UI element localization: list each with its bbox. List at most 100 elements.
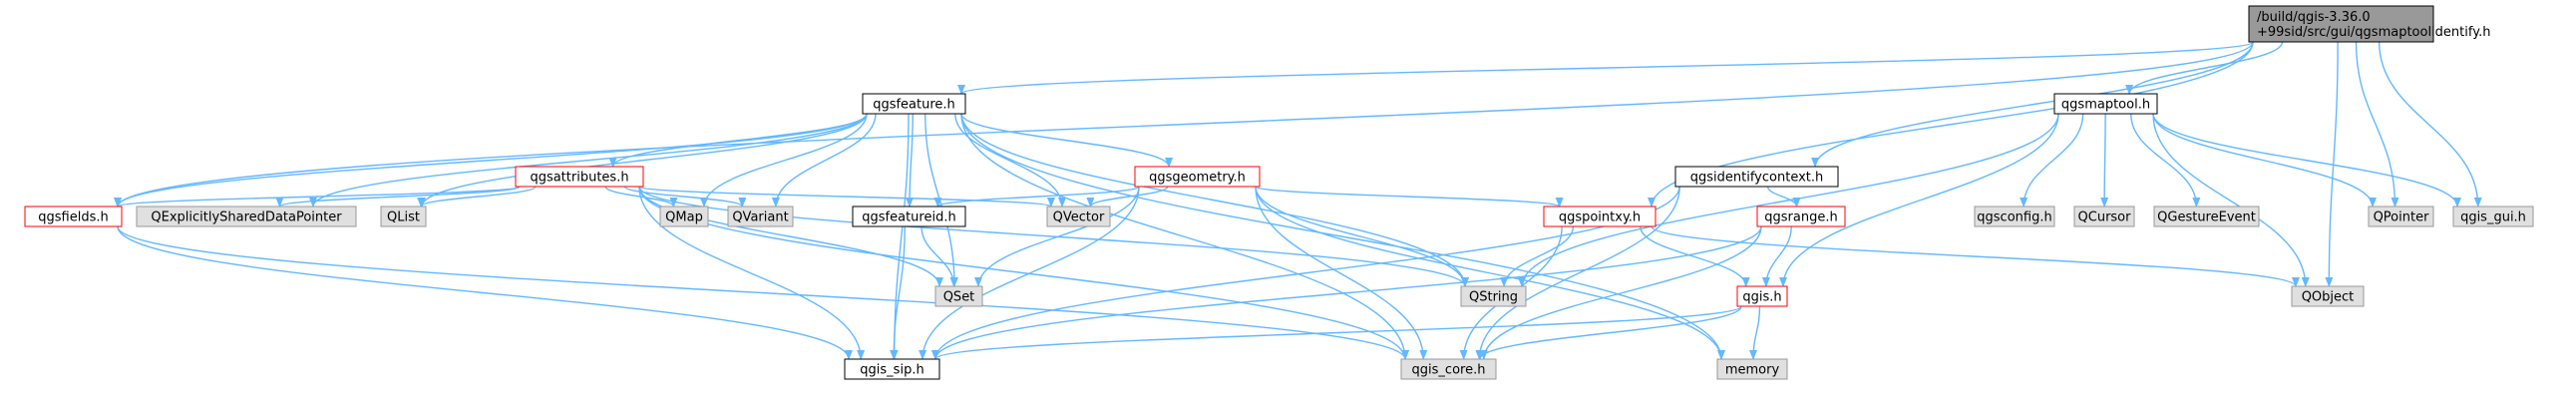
node-root[interactable]: /build/qgis-3.36.0+99sid/src/gui/qgsmapt… [2248, 5, 2490, 43]
node-qobject-label: QObject [2302, 290, 2355, 305]
node-qgiscore-label: qgis_core.h [1412, 363, 1486, 378]
node-qgisgui: qgis_gui.h [2452, 206, 2534, 227]
node-qvector-label: QVector [1053, 210, 1105, 225]
edge-root-to-qgsmaptool [2125, 41, 2284, 95]
edge-qgsfeature-to-memory [960, 113, 1725, 360]
node-qgis[interactable]: qgis.h [1736, 285, 1788, 307]
node-qgsconfig-box [1974, 206, 2055, 227]
node-qgsfields[interactable]: qgsfields.h [24, 206, 123, 227]
edge-qgsfields-to-qgissip [117, 225, 853, 360]
node-qgsfields-box [24, 206, 123, 227]
node-qset: QSet [934, 285, 983, 307]
node-qstring-box [1460, 285, 1527, 307]
edge-qgsgeometry-to-qgspointxy [1255, 186, 1564, 208]
edge-qgsattributes-to-qstring [638, 186, 1469, 287]
edge-qgsmaptool-to-qgis [1779, 113, 2059, 287]
edge-root-to-qobject [2325, 41, 2339, 287]
edge-qgsattributes-to-qvariant [623, 186, 747, 208]
node-qgissip-box [844, 358, 940, 380]
edge-qgsfeature-to-qvariant [771, 113, 877, 208]
node-qgsidentifycontext[interactable]: qgsidentifycontext.h [1674, 166, 1839, 188]
node-qvector: QVector [1046, 206, 1111, 227]
node-qgsfeature[interactable]: qgsfeature.h [862, 93, 966, 115]
node-qcursor-box [2073, 206, 2135, 227]
node-qexplicit-label: QExplicitlySharedDataPointer [151, 210, 342, 225]
edge-qgis-to-memory [1749, 305, 1761, 360]
node-qpointer: QPointer [2368, 206, 2434, 227]
edge-qgsgeometry-to-qstring [1255, 186, 1469, 287]
node-qgsrange-box [1756, 206, 1846, 227]
node-qgiscore: qgis_core.h [1400, 358, 1497, 380]
node-qgsattributes-box [515, 166, 644, 188]
edge-qgsgeometry-to-memory [1255, 186, 1725, 360]
edge-qgsattributes-to-qgissip [638, 186, 866, 360]
node-qvariant: QVariant [727, 206, 794, 227]
node-qgestureevent: QGestureEvent [2153, 206, 2260, 227]
node-qgsrange[interactable]: qgsrange.h [1756, 206, 1846, 227]
edge-qgsfeatureid-to-qgissip [890, 225, 906, 360]
node-qvector-box [1046, 206, 1111, 227]
node-qgsfeatureid-label: qgsfeatureid.h [862, 210, 955, 225]
node-qgsfeatureid-box [852, 206, 966, 227]
node-qstring: QString [1460, 285, 1527, 307]
node-qgis-box [1736, 285, 1788, 307]
node-qgiscore-box [1400, 358, 1497, 380]
edge-qgsfeature-to-qgiscore [960, 113, 1409, 360]
node-root-label: /build/qgis-3.36.0 [2257, 10, 2371, 25]
edge-qgsfeature-to-qvector [954, 113, 1066, 208]
node-memory-label: memory [1725, 363, 1780, 378]
edge-qgsattributes-to-qset [638, 186, 943, 287]
node-memory-box [1716, 358, 1788, 380]
node-qgsgeometry[interactable]: qgsgeometry.h [1134, 166, 1261, 188]
nodes-layer: /build/qgis-3.36.0+99sid/src/gui/qgsmapt… [24, 5, 2534, 380]
node-qvariant-box [727, 206, 794, 227]
edge-qgsfeatureid-to-qset [920, 225, 958, 287]
node-qmap: QMap [659, 206, 709, 227]
edge-qgsfields-to-qgiscore [117, 225, 1409, 360]
node-qgsmaptool-box [2053, 93, 2158, 115]
node-qgsfeatureid[interactable]: qgsfeatureid.h [852, 206, 966, 227]
node-qgsgeometry-box [1134, 166, 1261, 188]
edge-qgsmaptool-to-qgsconfig [2020, 113, 2084, 208]
node-qgis-label: qgis.h [1742, 290, 1781, 305]
node-qgsconfig: qgsconfig.h [1974, 206, 2055, 227]
edge-qgsattributes-to-qlist [417, 186, 537, 208]
node-qgisgui-label: qgis_gui.h [2460, 210, 2526, 225]
node-qgisgui-box [2452, 206, 2534, 227]
edge-qgsattributes-to-qexplicit [275, 186, 521, 208]
node-qgissip[interactable]: qgis_sip.h [844, 358, 940, 380]
node-qgsmaptool[interactable]: qgsmaptool.h [2053, 93, 2158, 115]
edge-qgis-to-qgissip [931, 305, 1742, 360]
node-qcursor-label: QCursor [2078, 210, 2132, 225]
node-qmap-box [659, 206, 709, 227]
node-qgsfields-label: qgsfields.h [38, 210, 108, 225]
node-qobject: QObject [2291, 285, 2365, 307]
edge-qgspointxy-to-qgis [1640, 225, 1750, 287]
node-qstring-label: QString [1469, 290, 1518, 305]
edge-qgsfeature-to-qgissip [890, 113, 910, 360]
node-qcursor: QCursor [2073, 206, 2135, 227]
node-qlist-box [380, 206, 427, 227]
node-qgsconfig-label: qgsconfig.h [1977, 210, 2051, 225]
node-qgspointxy[interactable]: qgspointxy.h [1543, 206, 1656, 227]
edge-qgsmaptool-to-qpointer [2152, 113, 2377, 208]
node-qlist: QList [380, 206, 427, 227]
edge-qgsfeature-to-qlist [418, 113, 868, 208]
node-qgsattributes[interactable]: qgsattributes.h [515, 166, 644, 188]
node-qgsidentifycontext-box [1674, 166, 1839, 188]
edge-qgsfeature-to-qgsfeatureid [906, 113, 915, 208]
edge-qgspointxy-to-qobject [1651, 225, 2300, 287]
edge-qgsidentifycontext-to-qgsrange [1766, 186, 1801, 208]
node-qexplicit-box [136, 206, 357, 227]
edges-layer [114, 41, 2482, 360]
node-qgissip-label: qgis_sip.h [860, 363, 923, 378]
edge-qgsmaptool-to-qgestureevent [2130, 113, 2201, 208]
node-qgspointxy-label: qgspointxy.h [1559, 210, 1641, 225]
edge-qgsrange-to-qgissip [931, 225, 1762, 360]
edge-qgis-to-qgiscore [1476, 305, 1742, 360]
node-qgestureevent-label: QGestureEvent [2157, 210, 2256, 225]
node-qexplicit: QExplicitlySharedDataPointer [136, 206, 357, 227]
edge-qgsfeature-to-qstring [960, 113, 1469, 287]
edge-qgsattributes-to-qmap [604, 186, 678, 208]
